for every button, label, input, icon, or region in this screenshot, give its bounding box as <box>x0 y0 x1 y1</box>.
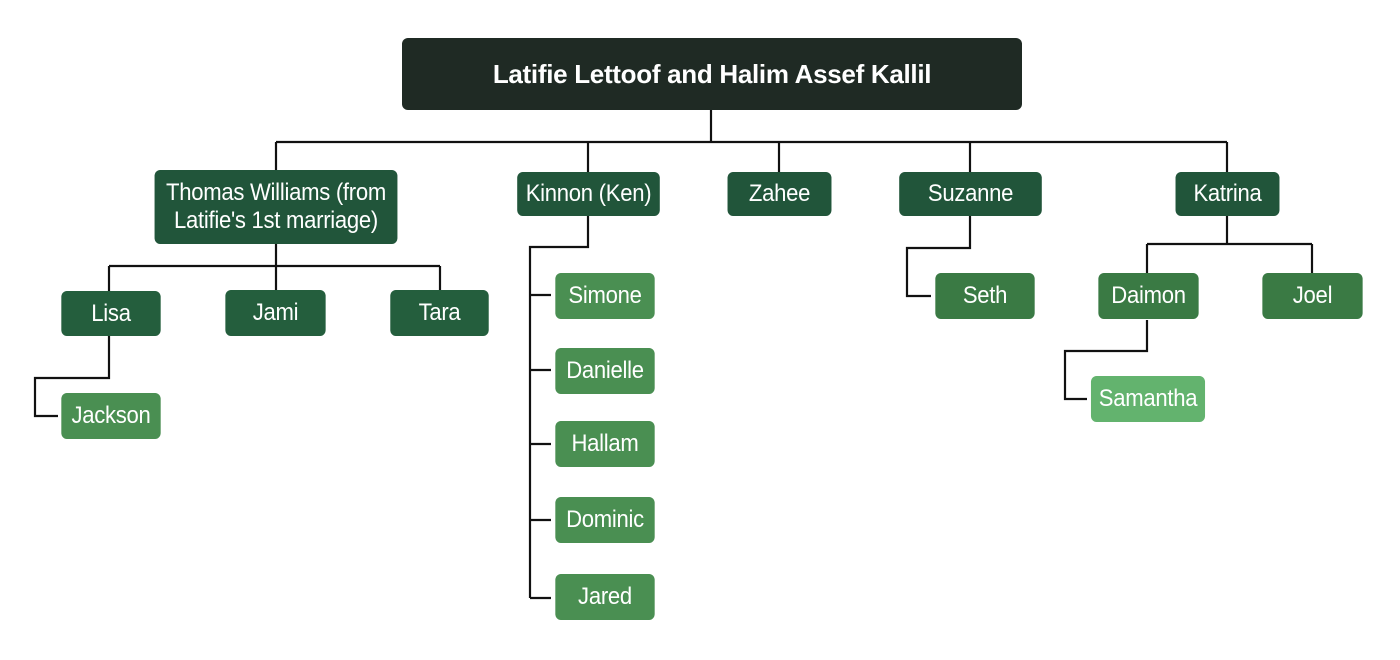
node-kinnon: Kinnon (Ken) <box>517 172 660 216</box>
node-katrina: Katrina <box>1175 172 1280 216</box>
node-daimon-label: Daimon <box>1111 282 1186 309</box>
node-tara-label: Tara <box>418 299 461 326</box>
node-dominic: Dominic <box>555 497 655 543</box>
node-kinnon-label: Kinnon (Ken) <box>525 180 652 207</box>
node-jackson-label: Jackson <box>71 402 151 429</box>
node-danielle-label: Danielle <box>566 357 644 384</box>
node-thomas-williams: Thomas Williams (from Latifie's 1st marr… <box>154 170 398 244</box>
node-jared-label: Jared <box>578 583 632 610</box>
node-dominic-label: Dominic <box>566 506 644 533</box>
node-lisa: Lisa <box>61 291 161 336</box>
node-hallam: Hallam <box>555 421 655 467</box>
node-lisa-label: Lisa <box>91 299 131 327</box>
node-thomas-label-line2: Latifie's 1st marriage) <box>173 207 379 234</box>
node-joel-label: Joel <box>1292 282 1333 309</box>
node-simone: Simone <box>555 273 655 319</box>
node-zahee: Zahee <box>727 172 832 216</box>
node-seth: Seth <box>935 273 1035 319</box>
node-danielle: Danielle <box>555 348 655 394</box>
node-suzanne-label: Suzanne <box>927 180 1014 207</box>
node-samantha: Samantha <box>1090 376 1206 422</box>
node-hallam-label: Hallam <box>571 430 639 457</box>
root-couple-label: Latifie Lettoof and Halim Assef Kallil <box>492 59 932 89</box>
node-tara: Tara <box>390 290 489 336</box>
node-thomas-label-line1: Thomas Williams (from <box>166 179 386 206</box>
node-joel: Joel <box>1262 273 1363 319</box>
node-katrina-label: Katrina <box>1193 180 1262 207</box>
node-jami: Jami <box>225 290 326 336</box>
node-suzanne: Suzanne <box>899 172 1042 216</box>
node-samantha-label: Samantha <box>1098 385 1198 412</box>
node-jami-label: Jami <box>252 299 299 326</box>
node-zahee-label: Zahee <box>748 180 811 207</box>
root-couple-node: Latifie Lettoof and Halim Assef Kallil <box>402 38 1022 110</box>
node-seth-label: Seth <box>962 282 1008 309</box>
node-simone-label: Simone <box>568 282 642 309</box>
node-jackson: Jackson <box>61 393 161 439</box>
node-jared: Jared <box>555 574 655 620</box>
node-daimon: Daimon <box>1098 273 1199 319</box>
